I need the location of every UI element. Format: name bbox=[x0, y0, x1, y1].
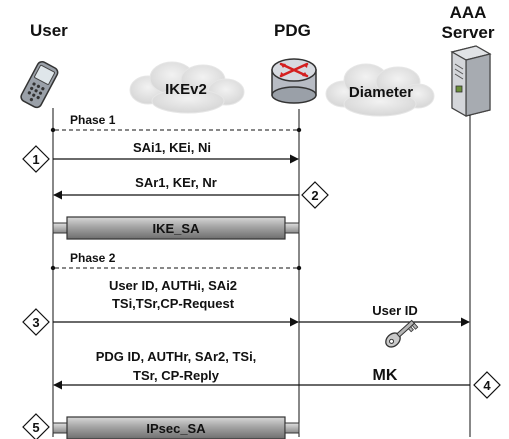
ipsec-sa-label: IPsec_SA bbox=[146, 421, 206, 436]
phase2-separator: Phase 2 bbox=[50, 251, 302, 271]
diameter-label: Diameter bbox=[349, 84, 413, 101]
step-4-marker: 4 bbox=[473, 371, 501, 399]
diameter-cloud: Diameter bbox=[325, 63, 435, 117]
mk-label: MK bbox=[373, 367, 398, 384]
msg3-label-line2: TSi,TSr,CP-Request bbox=[112, 296, 235, 311]
aaa-server-label-line1: AAA bbox=[450, 3, 487, 22]
step-4-label: 4 bbox=[483, 378, 491, 393]
step-3-label: 3 bbox=[32, 315, 39, 330]
phase1-separator: Phase 1 bbox=[50, 113, 302, 133]
phone-icon bbox=[20, 61, 59, 109]
ipsec-sa-tunnel: IPsec_SA bbox=[52, 416, 300, 439]
msg5-label-line1: PDG ID, AUTHr, SAr2, TSi, bbox=[96, 349, 257, 364]
step-5-label: 5 bbox=[32, 420, 39, 435]
step-3-marker: 3 bbox=[22, 308, 50, 336]
ikev2-cloud: IKEv2 bbox=[129, 61, 245, 114]
step-1-marker: 1 bbox=[22, 145, 50, 173]
step-1-label: 1 bbox=[32, 152, 39, 167]
pdg-label: PDG bbox=[274, 21, 311, 40]
server-icon bbox=[450, 45, 492, 118]
ike-sa-tunnel: IKE_SA bbox=[52, 216, 300, 240]
msg1-label: SAi1, KEi, Ni bbox=[133, 140, 211, 155]
ikev2-label: IKEv2 bbox=[165, 81, 207, 98]
step-2-marker: 2 bbox=[301, 181, 329, 209]
key-icon bbox=[385, 319, 419, 348]
phase2-label: Phase 2 bbox=[70, 251, 116, 265]
msg3-label-line1: User ID, AUTHi, SAi2 bbox=[109, 278, 237, 293]
step-2-label: 2 bbox=[311, 188, 318, 203]
msg2-label: SAr1, KEr, Nr bbox=[135, 175, 217, 190]
user-label: User bbox=[30, 21, 68, 40]
router-icon bbox=[271, 58, 317, 104]
step-5-marker: 5 bbox=[22, 413, 50, 439]
msg5-label-line2: TSr, CP-Reply bbox=[133, 368, 220, 383]
ike-sa-label: IKE_SA bbox=[153, 221, 201, 236]
aaa-server-label-line2: Server bbox=[442, 23, 495, 42]
msg4-label: User ID bbox=[372, 303, 418, 318]
phase1-label: Phase 1 bbox=[70, 113, 116, 127]
